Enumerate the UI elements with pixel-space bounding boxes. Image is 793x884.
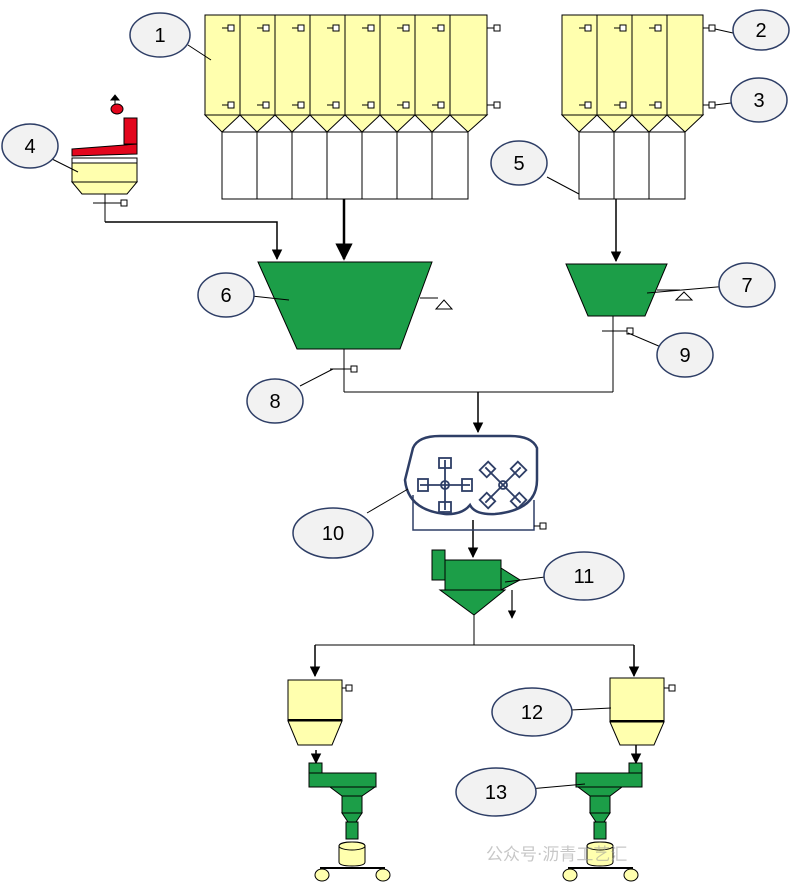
callout-label: 13 xyxy=(485,782,507,804)
heater-tank xyxy=(71,162,138,183)
callout-label: 7 xyxy=(741,275,752,297)
left-silo-hoppers xyxy=(203,114,489,133)
right-silo-sensors xyxy=(579,24,716,109)
product-silo-left xyxy=(287,679,353,746)
heater-plate xyxy=(71,157,138,164)
discharge-hopper xyxy=(431,549,521,616)
callout-2: 2 xyxy=(732,9,790,51)
left-silo-sensors xyxy=(222,24,501,109)
callout-label: 9 xyxy=(679,345,690,367)
callout-label: 11 xyxy=(574,566,595,588)
right-silo-hoppers xyxy=(560,114,705,133)
left-weigh-bins xyxy=(221,131,469,200)
watermark: 公众号·沥青工艺汇 xyxy=(486,845,628,865)
callout-7: 7 xyxy=(718,262,776,308)
callout-4: 4 xyxy=(1,123,59,169)
left-silo-bodies xyxy=(204,14,488,116)
heater-unit xyxy=(70,94,139,222)
left-silo-bank xyxy=(203,14,501,200)
callout-8: 8 xyxy=(246,378,304,424)
callout-label: 1 xyxy=(154,25,165,47)
callout-label: 6 xyxy=(220,285,231,307)
weigh-hopper-small xyxy=(565,263,694,392)
callout-5: 5 xyxy=(490,140,548,186)
exhaust-arrow-icon xyxy=(109,94,121,101)
twin-shaft-mixer xyxy=(403,434,547,531)
packing-unit-right xyxy=(562,762,643,882)
right-silo-bodies xyxy=(561,14,704,116)
heater-cone xyxy=(70,181,139,195)
callout-label: 8 xyxy=(269,391,280,413)
load-cell-triangle-icon xyxy=(434,299,454,310)
callout-label: 5 xyxy=(513,153,524,175)
right-weigh-bins xyxy=(578,131,686,200)
flow-lines xyxy=(105,198,685,765)
callout-3: 3 xyxy=(730,77,788,123)
callout-6: 6 xyxy=(197,272,255,318)
callout-11: 11 xyxy=(543,551,625,601)
callout-label: 3 xyxy=(753,90,764,112)
callout-label: 12 xyxy=(521,702,543,724)
callout-12: 12 xyxy=(491,687,573,737)
callout-9: 9 xyxy=(656,332,714,378)
callout-label: 2 xyxy=(755,20,766,42)
burner-head xyxy=(110,103,124,115)
heater-roof xyxy=(71,143,138,157)
callout-13: 13 xyxy=(455,767,537,817)
packing-unit-left xyxy=(308,762,391,882)
callouts: 1 2 3 4 5 6 7 8 xyxy=(1,9,790,817)
callout-1: 1 xyxy=(129,12,191,58)
product-silo-right xyxy=(609,677,676,746)
callout-label: 10 xyxy=(322,523,344,545)
load-cell-triangle-icon xyxy=(674,291,694,301)
mixer-paddle-left-icon xyxy=(417,457,473,513)
right-silo-bank xyxy=(560,14,716,200)
callout-label: 4 xyxy=(24,136,35,158)
mixer-paddle-right-icon xyxy=(478,460,528,510)
callout-10: 10 xyxy=(292,507,374,559)
weigh-hopper-main xyxy=(257,261,454,392)
exhaust-stack xyxy=(123,117,138,145)
